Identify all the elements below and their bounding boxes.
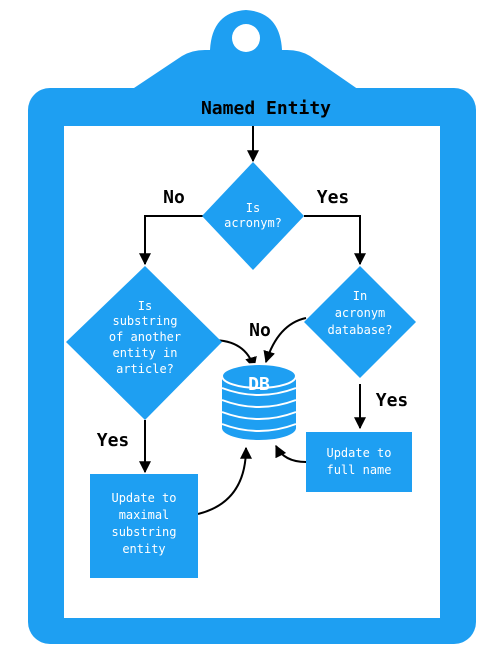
decision-database: In acronym database?: [304, 266, 416, 378]
label-no-db: No: [249, 320, 271, 341]
database-label: DB: [248, 374, 270, 395]
label-yes-right: Yes: [317, 187, 350, 208]
process-maximal-line4: entity: [122, 542, 165, 556]
label-no-left: No: [163, 187, 185, 208]
decision-substring-line2: substring: [112, 314, 177, 328]
arrow-database-to-db: [263, 317, 307, 364]
decision-database-line3: database?: [327, 323, 392, 337]
decision-substring-line4: entity in: [112, 346, 177, 360]
database-icon: DB: [221, 363, 297, 440]
decision-acronym-line2: acronym?: [224, 216, 282, 230]
label-yes-left: Yes: [97, 430, 130, 451]
clipboard-clip-hole: [232, 24, 260, 52]
decision-substring-line5: article?: [116, 362, 174, 376]
arrow-fullname-to-db: [275, 444, 307, 463]
title-text: Named Entity: [201, 98, 331, 119]
process-maximal-line1: Update to: [111, 491, 176, 505]
process-maximal-line3: substring: [111, 525, 176, 539]
decision-substring: Is substring of another entity in articl…: [66, 266, 222, 420]
decision-substring-line1: Is: [138, 299, 152, 313]
arrow-maximal-to-db: [197, 446, 252, 515]
process-maximal: Update to maximal substring entity: [90, 474, 198, 578]
process-full-name: Update to full name: [306, 432, 412, 492]
decision-database-line2: acronym: [335, 306, 386, 320]
arrow-yes-to-database: [304, 215, 366, 266]
decision-acronym: Is acronym?: [202, 162, 304, 270]
process-maximal-line2: maximal: [119, 508, 170, 522]
decision-acronym-line1: Is: [246, 201, 260, 215]
process-full-name-line1: Update to: [326, 446, 391, 460]
process-full-name-line2: full name: [326, 463, 391, 477]
decision-substring-line3: of another: [109, 330, 181, 344]
arrow-no-to-substring: [139, 215, 204, 266]
decision-database-line1: In: [353, 289, 367, 303]
label-yes-right-lower: Yes: [376, 390, 409, 411]
